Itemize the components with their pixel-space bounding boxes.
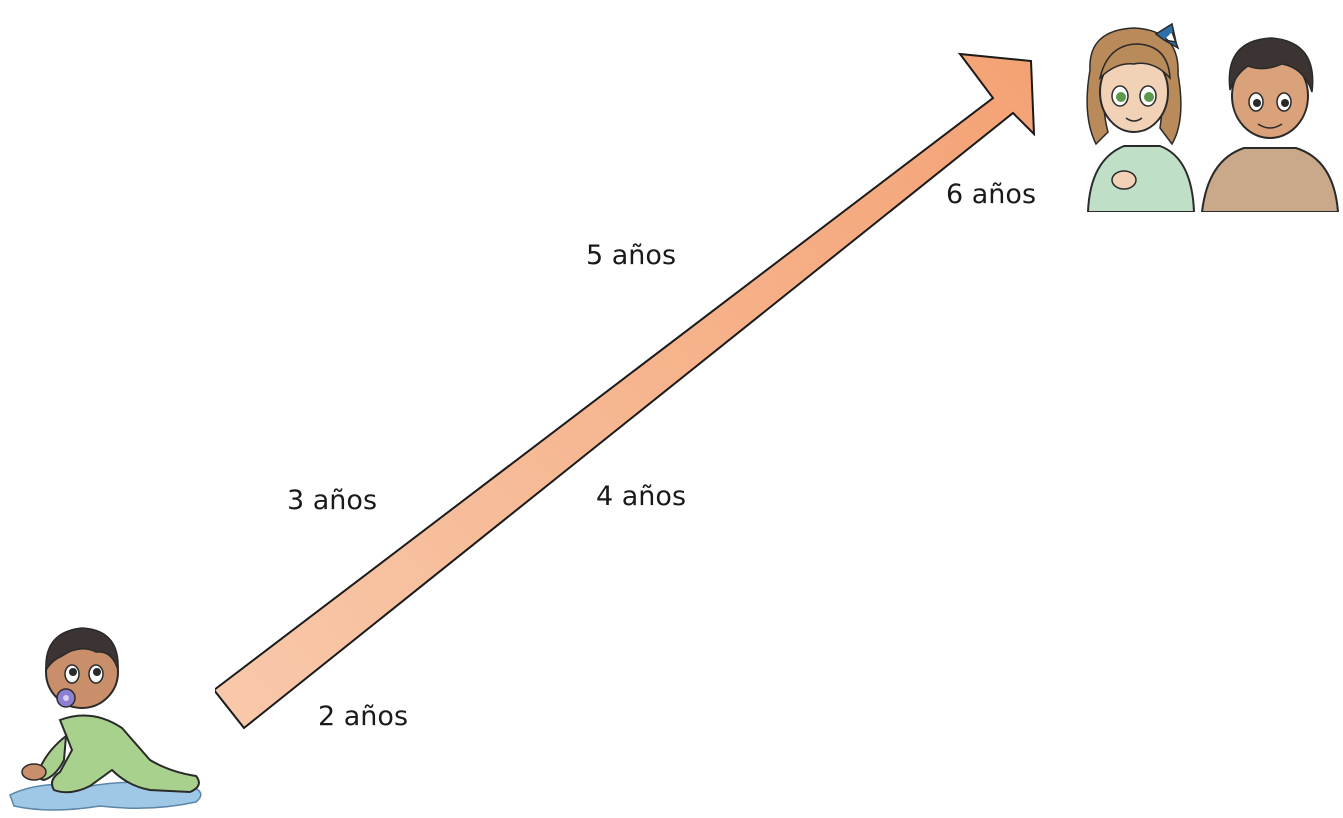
growth-arrow-shape: [214, 54, 1034, 728]
children-illustration: [1068, 20, 1343, 212]
age-label-4: 4 años: [596, 483, 686, 510]
age-label-6: 6 años: [946, 181, 1036, 208]
age-label-2: 2 años: [318, 703, 408, 730]
baby-crawling-illustration: [0, 600, 215, 818]
age-label-5: 5 años: [586, 242, 676, 269]
age-label-3: 3 años: [287, 487, 377, 514]
